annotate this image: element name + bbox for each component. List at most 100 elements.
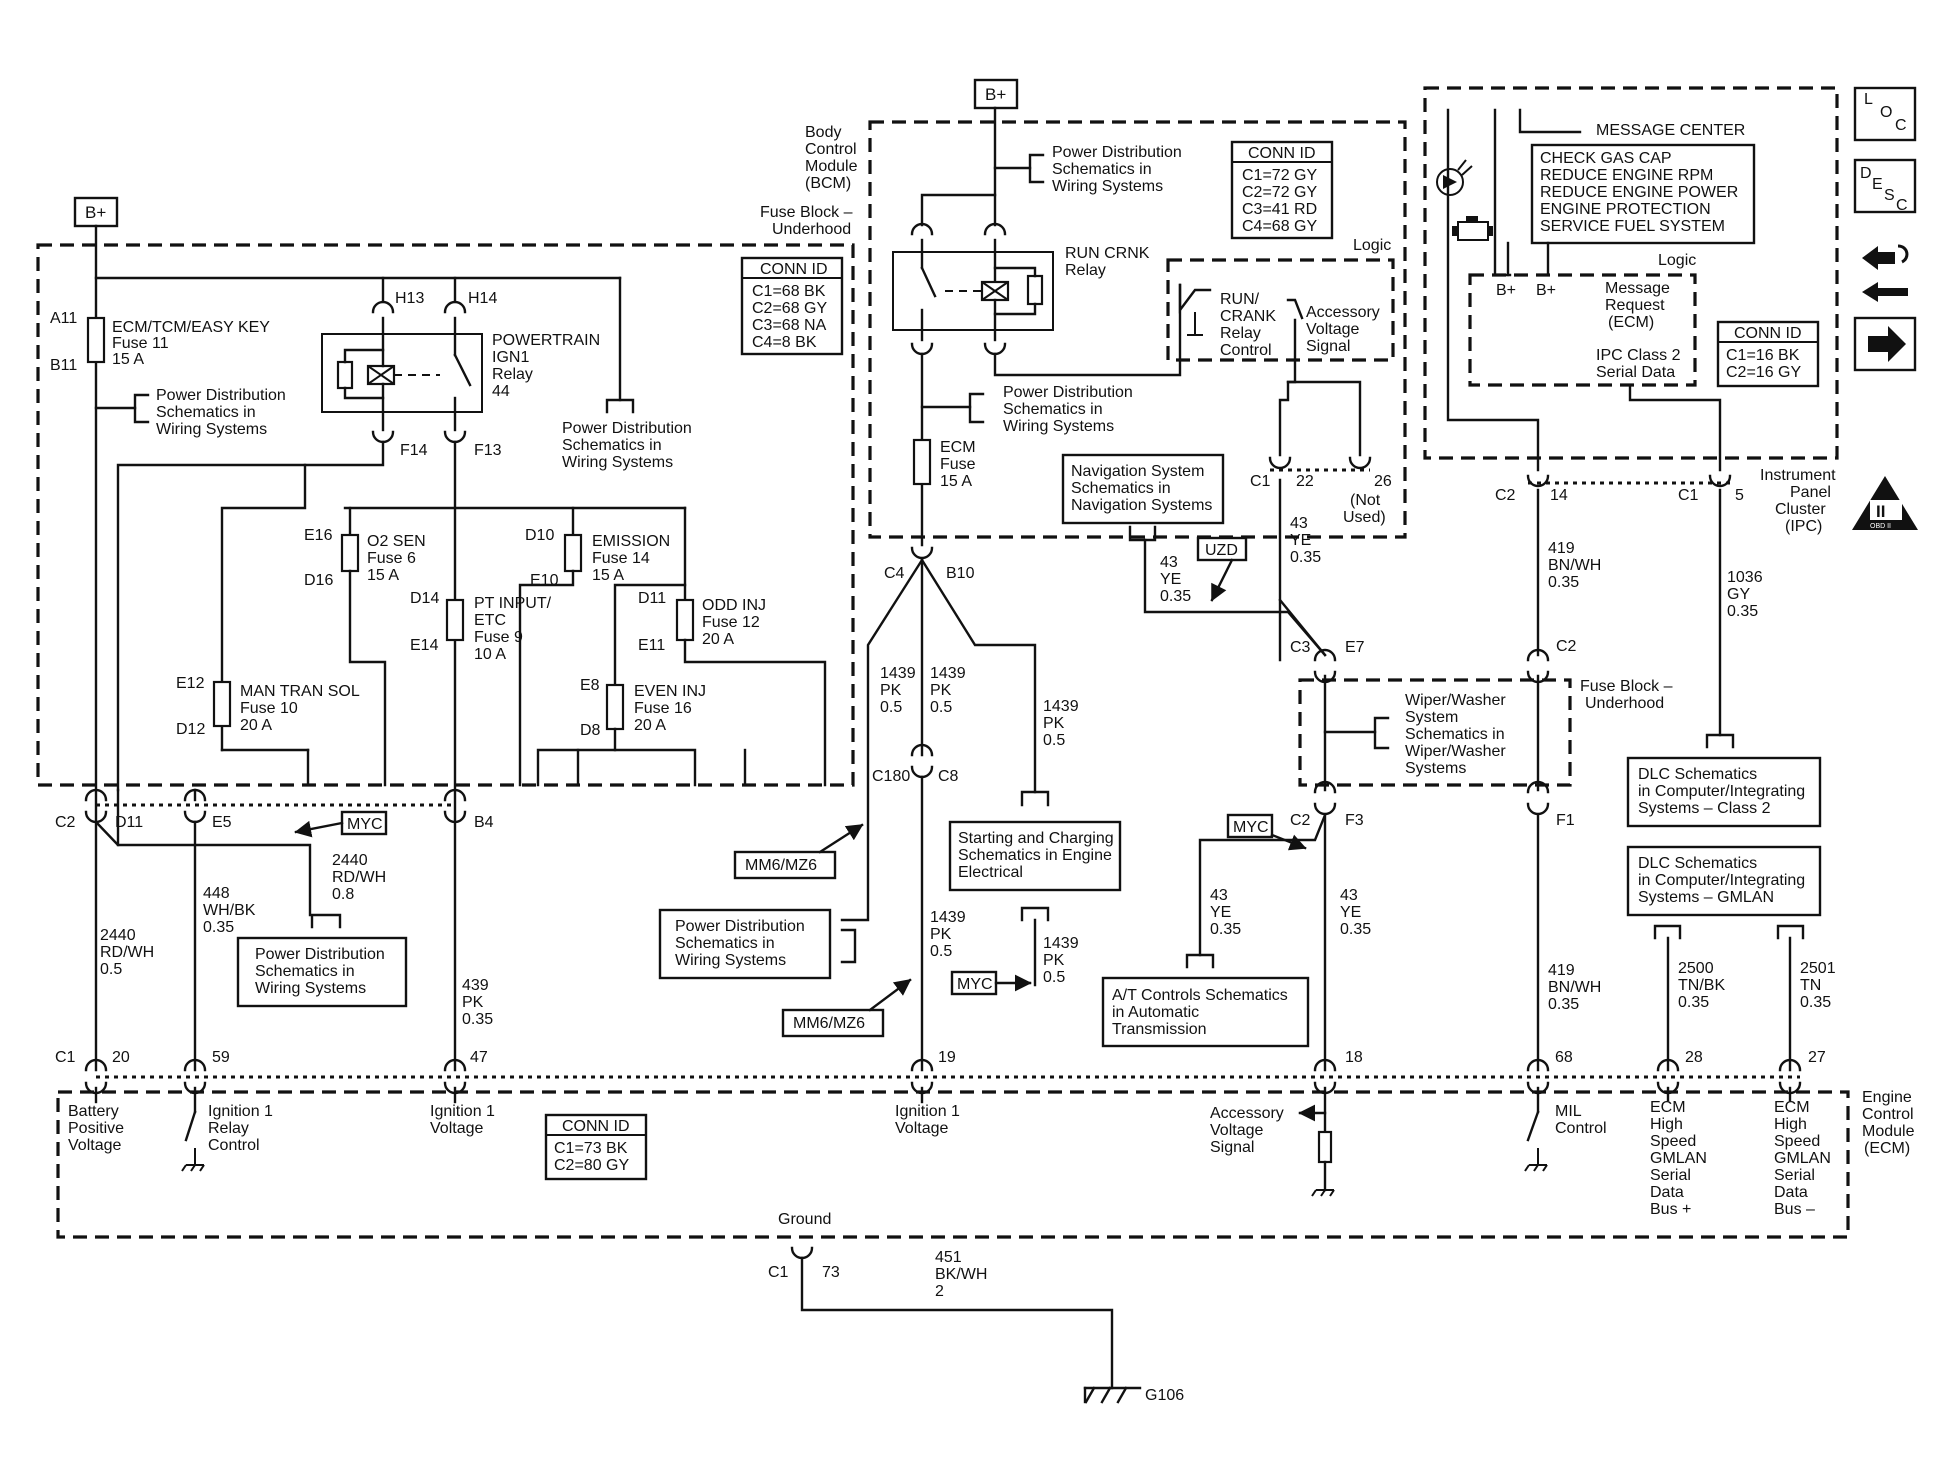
connector-swap-icon[interactable] xyxy=(1862,244,1909,302)
wire-2440-05: 2440 RD/WH 0.5 xyxy=(100,927,154,978)
svg-text:ECM/TCM/EASY KEY: ECM/TCM/EASY KEY xyxy=(112,319,270,336)
ecm-acc-signal: Accessory Voltage Signal xyxy=(1210,1086,1335,1197)
svg-text:Control: Control xyxy=(805,141,857,158)
svg-text:(Not: (Not xyxy=(1350,492,1381,509)
svg-text:Data: Data xyxy=(1650,1184,1684,1201)
svg-text:(IPC): (IPC) xyxy=(1785,518,1822,535)
svg-text:RD/WH: RD/WH xyxy=(100,944,154,961)
wire-1439-c: 1439 PK 0.5 xyxy=(1043,698,1079,749)
svg-text:C1=16 BK: C1=16 BK xyxy=(1726,347,1800,364)
svg-text:C8: C8 xyxy=(938,768,959,785)
svg-text:G106: G106 xyxy=(1145,1387,1184,1404)
svg-text:DLC Schematics: DLC Schematics xyxy=(1638,855,1757,872)
svg-text:PK: PK xyxy=(880,682,902,699)
run-crank-control: RUN/ CRANK Relay Control xyxy=(1178,283,1276,359)
svg-text:(ECM): (ECM) xyxy=(1608,314,1654,331)
desc-icon[interactable]: D E S C xyxy=(1853,158,1917,214)
mil-lamp-icon xyxy=(1436,159,1473,196)
svg-text:YE: YE xyxy=(1290,532,1311,549)
start-charge-box: Starting and Charging Schematics in Engi… xyxy=(948,790,1122,892)
svg-text:D11: D11 xyxy=(638,590,666,607)
fuse-9: D14 E14 PT INPUT/ ETC Fuse 9 10 A xyxy=(410,590,552,663)
svg-text:Control: Control xyxy=(1862,1106,1914,1123)
svg-text:D12: D12 xyxy=(176,721,205,738)
loc-icon[interactable]: L O C xyxy=(1853,86,1917,142)
svg-text:C2: C2 xyxy=(1495,487,1516,504)
svg-text:REDUCE ENGINE RPM: REDUCE ENGINE RPM xyxy=(1540,167,1713,184)
svg-text:26: 26 xyxy=(1374,473,1392,490)
svg-text:High: High xyxy=(1774,1116,1807,1133)
svg-text:451: 451 xyxy=(935,1249,962,1266)
svg-text:MIL: MIL xyxy=(1555,1103,1582,1120)
svg-text:B10: B10 xyxy=(946,565,975,582)
wire-1439-a: 1439 PK 0.5 xyxy=(880,665,916,716)
wire-1439-e: 1439 PK 0.5 xyxy=(1020,906,1079,987)
wire-1439-d: 1439 PK 0.5 xyxy=(930,909,966,960)
svg-text:C: C xyxy=(1896,197,1908,214)
svg-text:Control: Control xyxy=(1220,342,1272,359)
svg-text:439: 439 xyxy=(462,977,489,994)
svg-text:C2=80 GY: C2=80 GY xyxy=(554,1157,629,1174)
svg-text:43: 43 xyxy=(1340,887,1358,904)
svg-text:1439: 1439 xyxy=(1043,698,1079,715)
svg-text:in Computer/Integrating: in Computer/Integrating xyxy=(1638,783,1805,800)
svg-text:F3: F3 xyxy=(1345,812,1364,829)
svg-text:F14: F14 xyxy=(400,442,428,459)
svg-text:73: 73 xyxy=(822,1264,840,1281)
svg-text:1439: 1439 xyxy=(930,909,966,926)
svg-text:Wiper/Washer: Wiper/Washer xyxy=(1405,692,1506,709)
bcm-acc-signal: Accessory Voltage Signal xyxy=(1278,298,1380,457)
svg-text:43: 43 xyxy=(1160,554,1178,571)
svg-text:0.35: 0.35 xyxy=(1210,921,1241,938)
svg-text:Relay: Relay xyxy=(1065,262,1106,279)
svg-text:0.35: 0.35 xyxy=(1340,921,1371,938)
svg-text:1439: 1439 xyxy=(1043,935,1079,952)
svg-text:0.35: 0.35 xyxy=(1548,996,1579,1013)
svg-text:Starting and Charging: Starting and Charging xyxy=(958,830,1114,847)
svg-text:Underhood: Underhood xyxy=(772,221,851,238)
fuse-6: E16 D16 O2 SEN Fuse 6 15 A xyxy=(304,506,426,787)
svg-text:in Automatic: in Automatic xyxy=(1112,1004,1199,1021)
svg-text:Underhood: Underhood xyxy=(1585,695,1664,712)
ecm-ign-voltage-2: Ignition 1 Voltage xyxy=(895,1086,960,1137)
c2-f3: C2 F3 xyxy=(1290,812,1364,829)
svg-text:CONN ID: CONN ID xyxy=(1734,325,1802,342)
svg-text:0.35: 0.35 xyxy=(462,1011,493,1028)
svg-text:Electrical: Electrical xyxy=(958,864,1023,881)
svg-text:1036: 1036 xyxy=(1727,569,1763,586)
wire-2500: 2500 TN/BK 0.35 xyxy=(1678,960,1725,1011)
svg-text:68: 68 xyxy=(1555,1049,1573,1066)
nav-box: Navigation System Schematics in Navigati… xyxy=(1061,453,1225,542)
mm6-tag-2: MM6/MZ6 xyxy=(781,978,912,1038)
svg-text:0.35: 0.35 xyxy=(1160,588,1191,605)
svg-text:C1: C1 xyxy=(55,1049,76,1066)
svg-text:448: 448 xyxy=(203,885,230,902)
svg-text:MYC: MYC xyxy=(347,816,383,833)
next-arrow-icon[interactable] xyxy=(1853,316,1917,372)
fuse-12: D11 E11 ODD INJ Fuse 12 20 A xyxy=(638,506,827,787)
svg-text:PT INPUT/: PT INPUT/ xyxy=(474,595,552,612)
ipc-label: Instrument Panel Cluster (IPC) xyxy=(1760,467,1836,535)
svg-text:Schematics in: Schematics in xyxy=(1071,480,1171,497)
svg-text:High: High xyxy=(1650,1116,1683,1133)
svg-text:0.35: 0.35 xyxy=(1727,603,1758,620)
svg-text:0.35: 0.35 xyxy=(203,919,234,936)
svg-text:Voltage: Voltage xyxy=(895,1120,948,1137)
svg-text:S: S xyxy=(1884,187,1895,204)
wire-439: 439 PK 0.35 xyxy=(462,977,493,1028)
svg-text:15 A: 15 A xyxy=(592,567,624,584)
svg-text:419: 419 xyxy=(1548,540,1575,557)
svg-text:C: C xyxy=(1895,117,1907,134)
svg-text:YE: YE xyxy=(1160,571,1181,588)
ipc-f1: F1 xyxy=(1556,812,1575,829)
svg-text:Power Distribution: Power Distribution xyxy=(1003,384,1133,401)
svg-text:Module: Module xyxy=(1862,1123,1915,1140)
svg-text:Wiring Systems: Wiring Systems xyxy=(562,454,673,471)
run-crnk-relay: RUN CRNK Relay xyxy=(892,238,1150,342)
at-box: A/T Controls Schematics in Automatic Tra… xyxy=(1101,953,1310,1048)
svg-text:Power Distribution: Power Distribution xyxy=(156,387,286,404)
svg-text:0.35: 0.35 xyxy=(1678,994,1709,1011)
svg-text:D11: D11 xyxy=(115,814,143,831)
svg-text:Fuse 14: Fuse 14 xyxy=(592,550,650,567)
